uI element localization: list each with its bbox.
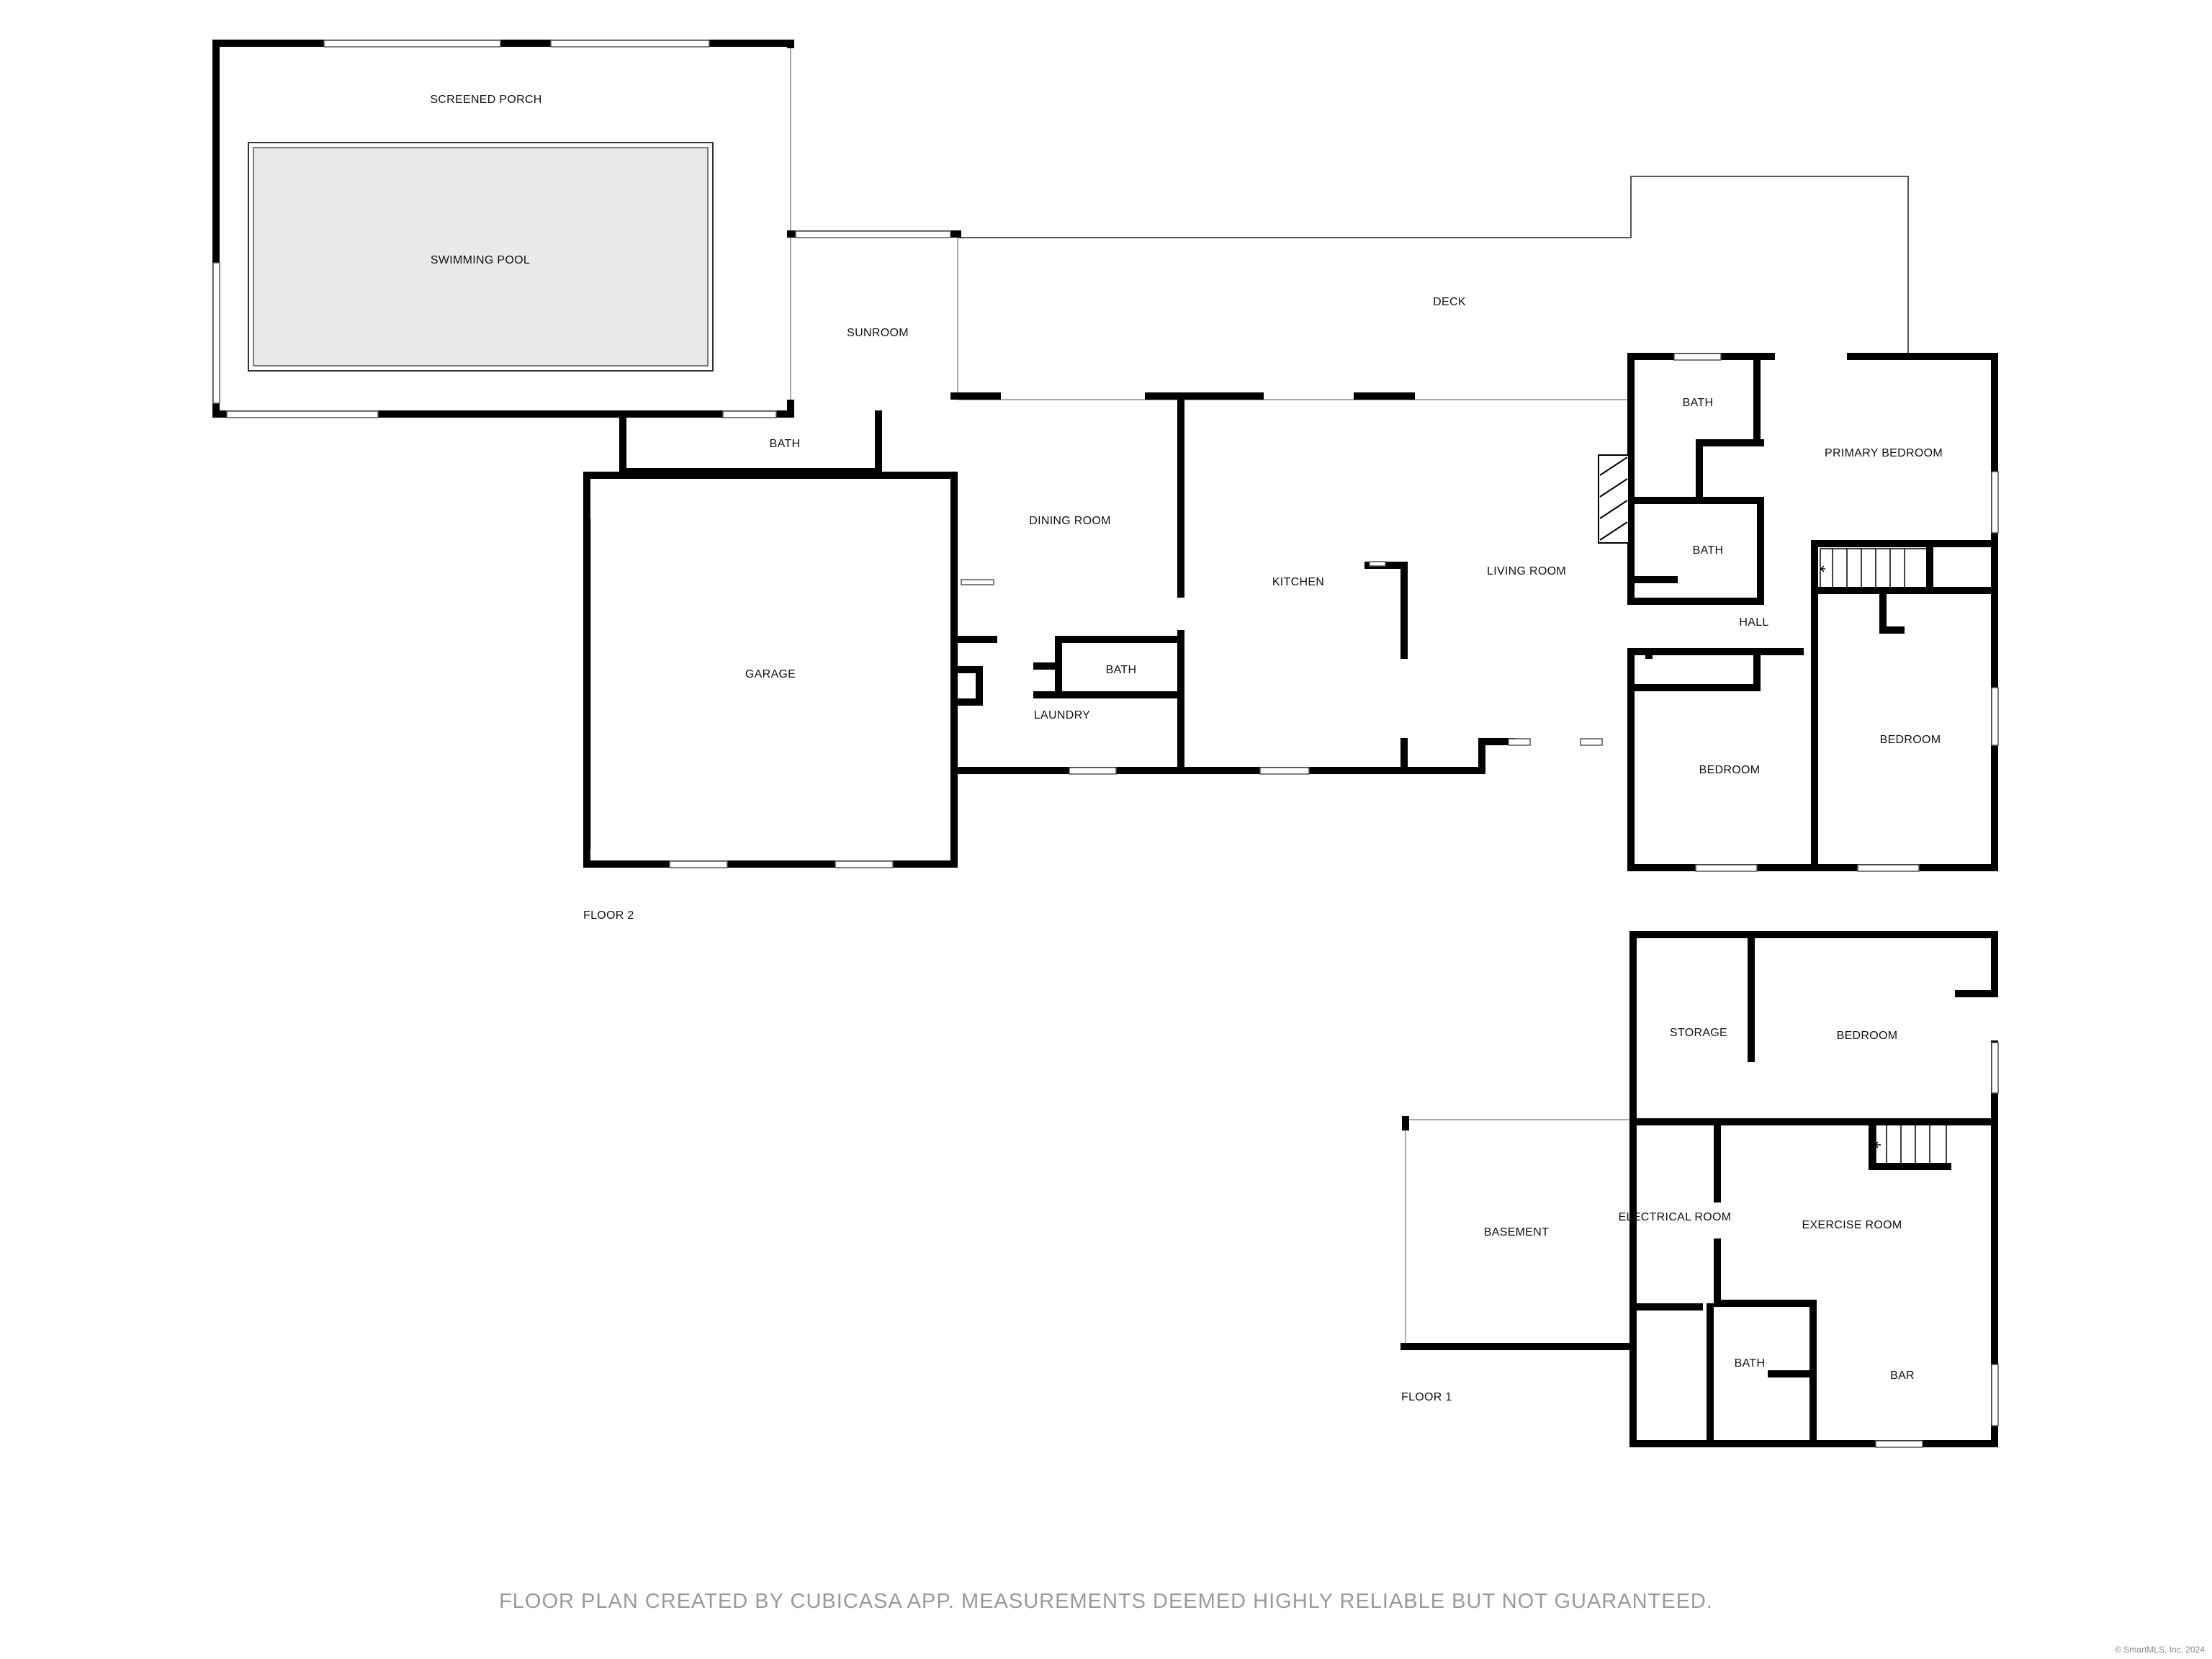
window [212,262,220,404]
room-bath-upper-left: BATH [769,438,801,450]
window [1673,353,1722,361]
room-garage: GARAGE [745,668,796,680]
window [1991,687,1999,746]
deck-outline [958,176,1909,356]
room-primary-bedroom: PRIMARY BEDROOM [1825,447,1943,459]
room-bath-primary: BATH [1682,397,1714,409]
swimming-pool-water [253,147,709,367]
right-wing-outer [1627,353,1775,396]
window [795,230,951,238]
window [835,860,894,868]
window [1695,864,1758,872]
electrical-divider-2 [1714,1238,1817,1447]
room-bath-laundry: BATH [1105,664,1137,676]
room-storage: STORAGE [1669,1027,1728,1039]
room-basement: BASEMENT [1483,1226,1550,1238]
room-sunroom: SUNROOM [847,327,909,339]
window [550,40,710,48]
room-bedroom-lower: BEDROOM [1836,1030,1898,1042]
window [1857,864,1920,872]
bedroom-closet [1879,590,1905,634]
bath-upper-left-wall [619,410,882,475]
room-exercise-room: EXERCISE ROOM [1802,1219,1902,1231]
window [669,860,728,868]
disclaimer-footer: FLOOR PLAN CREATED BY CUBICASA APP. MEAS… [499,1590,1713,1613]
room-living-room: LIVING ROOM [1487,565,1566,577]
window [1580,738,1603,746]
room-bar: BAR [1890,1370,1915,1382]
laundry-closet [954,666,983,706]
room-electrical-room: ELECTRICAL ROOM [1618,1211,1732,1223]
window [1875,1440,1923,1448]
porch-wall [212,40,794,418]
fireplace-icon [1598,454,1629,544]
copyright-credit: © SmartMLS, Inc. 2024 [2115,1645,2205,1655]
window [1069,767,1117,775]
room-dining-room: DINING ROOM [1029,515,1111,527]
window [1991,1364,1999,1426]
window [1991,471,1999,534]
room-bedroom-b: BEDROOM [1879,734,1941,746]
window [1369,561,1386,567]
room-laundry: LAUNDRY [1033,709,1091,721]
room-bath-lower: BATH [1734,1357,1766,1370]
thin-outlines [590,45,1909,1343]
window [1259,767,1310,775]
window [226,410,379,418]
garage-wall [583,472,958,868]
walls [212,40,1998,1447]
lower-outer [1629,931,1998,997]
bath-primary-inner [1696,439,1764,504]
window [1991,1042,1999,1094]
room-screened-porch: SCREENED PORCH [430,94,542,106]
bath-laundry-wall [1055,636,1184,698]
stair-box [1811,544,1933,594]
room-swimming-pool: SWIMMING POOL [430,254,531,266]
lower-stair-box [1869,1118,1951,1170]
window [722,410,777,418]
floor-1-label: FLOOR 1 [1401,1391,1452,1403]
room-kitchen: KITCHEN [1272,576,1325,588]
room-deck: DECK [1433,296,1466,308]
window [1508,738,1531,746]
room-bedroom-a: BEDROOM [1699,764,1761,776]
window [323,40,501,48]
floor-2-label: FLOOR 2 [583,909,634,922]
windows [212,40,1999,1448]
room-bath-hall: BATH [1692,544,1724,557]
room-hall: HALL [1739,616,1769,629]
main-bottom-wall [950,738,1516,774]
window [961,579,994,585]
stairs-icon [1820,548,1947,1166]
